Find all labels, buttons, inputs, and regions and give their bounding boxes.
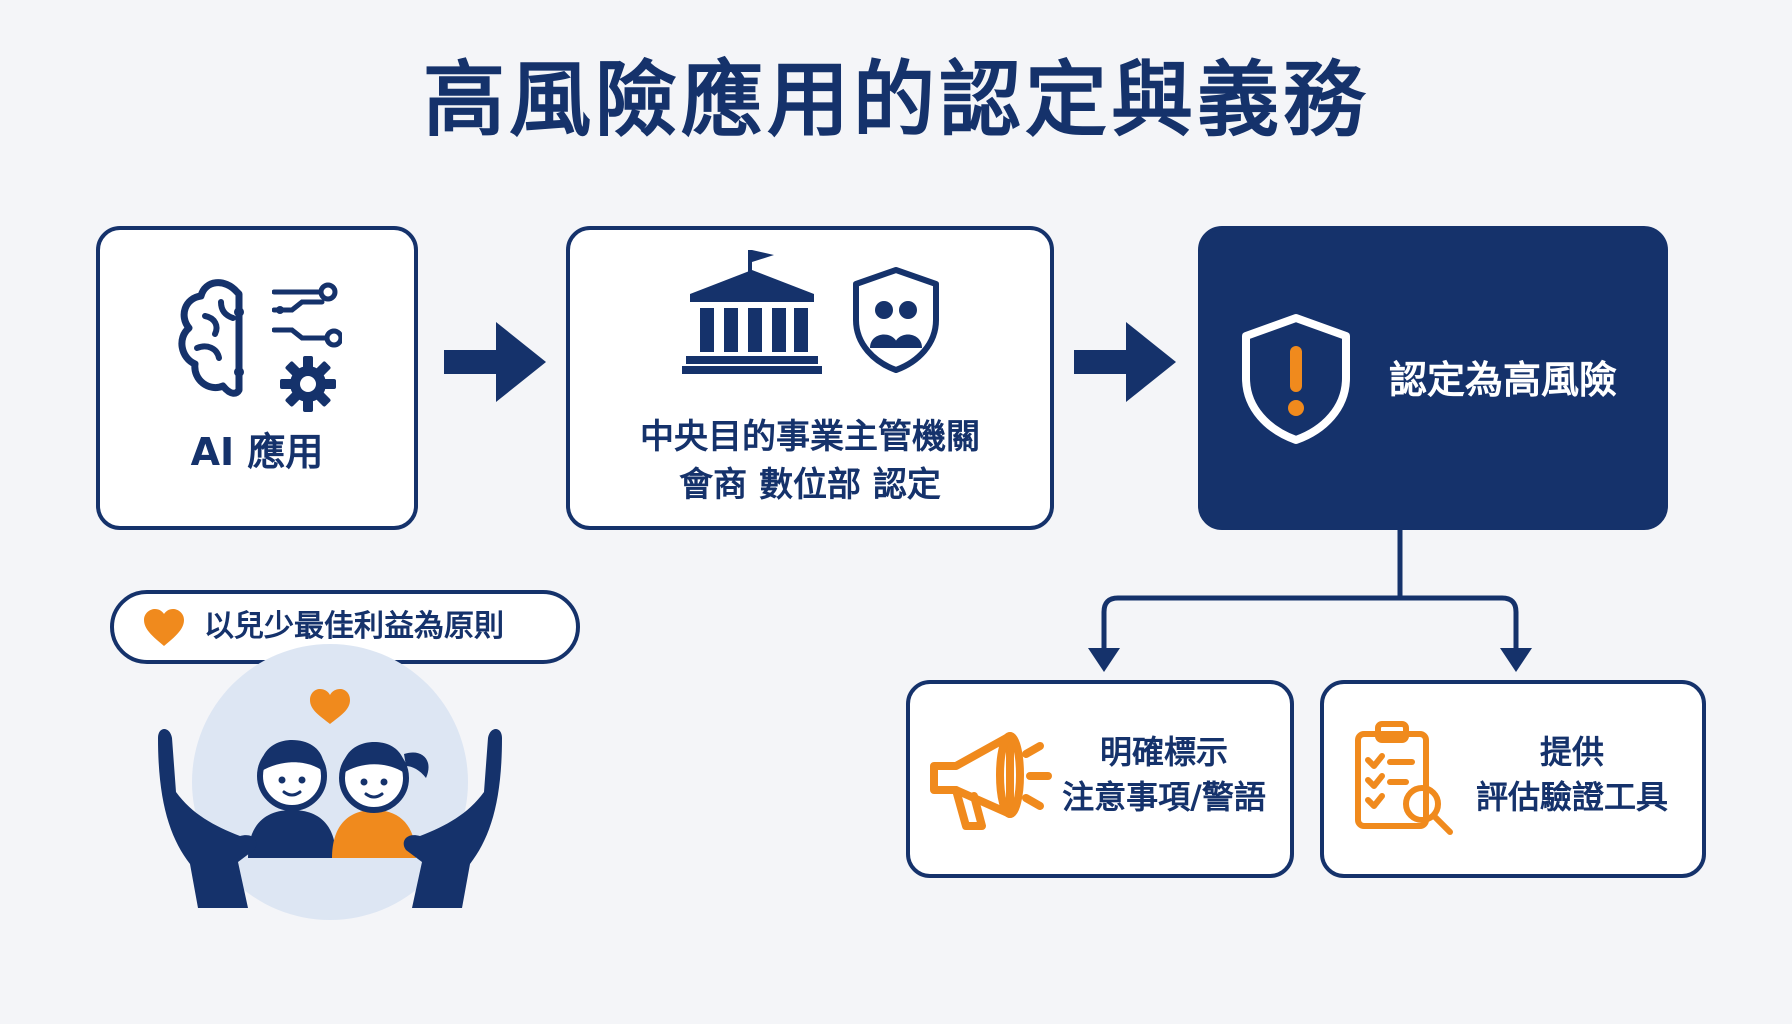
- arrow-to-tools: [1500, 648, 1532, 672]
- warning-label-line2: 注意事項/警語: [1062, 777, 1266, 816]
- evaluation-tools-box: 提供 評估驗證工具: [1320, 680, 1706, 878]
- arrow-to-warning: [1088, 648, 1120, 672]
- central-authority-box: 中央目的事業主管機關 會商 數位部 認定: [566, 226, 1054, 530]
- central-authority-line2: 會商 數位部 認定: [679, 464, 941, 505]
- ai-application-label: AI 應用: [190, 430, 324, 474]
- heart-icon: [144, 609, 184, 646]
- warning-label-line1: 明確標示: [1099, 733, 1228, 771]
- shield-warning-icon: [1242, 314, 1350, 444]
- central-authority-label: 中央目的事業主管機關 會商 數位部 認定: [570, 414, 1050, 509]
- evaluation-tools-text: 提供 評估驗證工具: [1458, 730, 1686, 820]
- ai-application-box: AI 應用: [96, 226, 418, 530]
- page-title: 高風險應用的認定與義務: [422, 53, 1369, 148]
- central-authority-line1: 中央目的事業主管機關: [640, 417, 980, 457]
- shield-people-icon: [853, 267, 939, 373]
- circuit-icon: [272, 282, 342, 348]
- government-building-icon: [682, 250, 822, 374]
- evaluation-tools-line2: 評估驗證工具: [1475, 777, 1668, 816]
- principle-label: 以兒少最佳利益為原則: [204, 609, 504, 644]
- clipboard-magnifier-icon: [1355, 721, 1453, 835]
- branch-connector: [1101, 530, 1519, 648]
- evaluation-tools-line1: 提供: [1539, 733, 1604, 771]
- arrow-ai-to-authority: [444, 322, 546, 402]
- heart-icon: [310, 689, 350, 724]
- brain-icon: [178, 279, 244, 397]
- gear-icon: [280, 356, 336, 412]
- high-risk-label: 認定為高風險: [1388, 358, 1617, 402]
- megaphone-icon: [930, 732, 1052, 830]
- high-risk-box: 認定為高風險: [1198, 226, 1668, 530]
- warning-label-box: 明確標示 注意事項/警語: [906, 680, 1294, 878]
- arrow-authority-to-high-risk: [1074, 322, 1176, 402]
- warning-label-text: 明確標示 注意事項/警語: [1036, 730, 1292, 820]
- children-in-hands-icon: [158, 644, 502, 920]
